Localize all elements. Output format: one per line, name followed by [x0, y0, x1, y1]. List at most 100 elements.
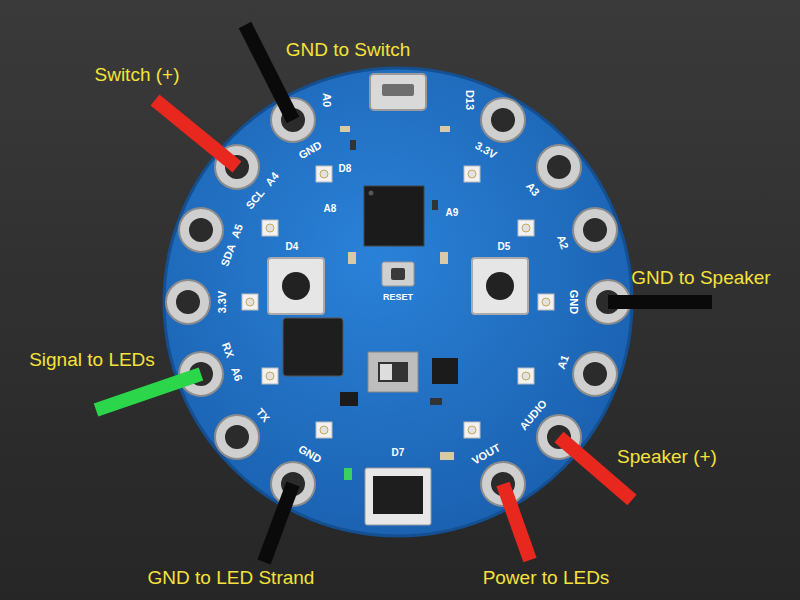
- callout-label: Power to LEDs: [483, 568, 610, 589]
- usb-opening: [382, 84, 414, 96]
- pin-label: RESET: [383, 293, 413, 303]
- pad-ring: [481, 98, 525, 142]
- neopixel-lens: [266, 224, 274, 232]
- silkscreen-anchor: A3: [524, 180, 542, 199]
- callout-anchor: Switch (+): [95, 65, 180, 86]
- silkscreen-anchor: A4: [262, 170, 280, 189]
- neopixel-led: [316, 422, 332, 438]
- pin-label: RX: [220, 341, 237, 359]
- pin-label: SCL: [243, 186, 266, 211]
- silkscreen-anchor: SDA: [218, 242, 237, 268]
- callout-label: GND to Switch: [286, 40, 411, 61]
- smd-part: [440, 452, 454, 460]
- neopixel-lens: [246, 298, 254, 306]
- battery-connector-socket: [373, 476, 423, 514]
- button-right: [472, 258, 528, 314]
- neopixel-lens: [542, 298, 550, 306]
- status-led: [344, 468, 352, 480]
- silkscreen-anchor: RX: [220, 341, 237, 359]
- silkscreen-anchor: A8: [324, 203, 337, 214]
- smd-parts: [340, 126, 454, 480]
- callout-anchor: GND to Switch: [286, 40, 411, 61]
- neopixel-led: [242, 294, 258, 310]
- silkscreen-anchor: A1: [555, 354, 571, 371]
- silkscreen-anchor: AUDIO: [517, 398, 549, 433]
- silkscreen-anchor: GND: [568, 290, 580, 314]
- pad-ring: [573, 208, 617, 252]
- pad-hole: [583, 362, 607, 386]
- green-wire: [96, 374, 201, 410]
- silkscreen-anchor: A0: [321, 93, 333, 107]
- pin-label: SDA: [218, 242, 237, 268]
- pin-label: A3: [524, 180, 542, 199]
- smd-part: [440, 126, 450, 132]
- pin-label: A2: [555, 233, 571, 250]
- silkscreen-anchor: D5: [498, 241, 511, 252]
- pad-hole: [225, 425, 249, 449]
- neopixel-lens: [468, 170, 476, 178]
- callout-label: GND to LED Strand: [148, 568, 315, 589]
- smd-part: [432, 200, 438, 210]
- pin-label: GND: [296, 138, 323, 161]
- neopixel-lens-group: [246, 170, 550, 434]
- callout-anchor: Signal to LEDs: [29, 350, 155, 371]
- chip-dot: [369, 191, 374, 196]
- pad-hole-group: [176, 108, 620, 496]
- silkscreen-anchor: 3.3V: [216, 291, 228, 314]
- pad-ring: [166, 280, 210, 324]
- microcontroller-chip: [364, 186, 424, 246]
- pad-ring: [573, 352, 617, 396]
- pin-label: A0: [321, 93, 333, 107]
- reset-button: [382, 262, 414, 286]
- usb-connector: [370, 74, 426, 110]
- silkscreen-anchor: D8: [339, 163, 352, 174]
- neopixel-led: [262, 220, 278, 236]
- pcb-board: [164, 68, 632, 536]
- pad-hole: [547, 155, 571, 179]
- silkscreen-anchor: A2: [555, 233, 571, 250]
- smd-part: [348, 252, 356, 264]
- pin-label: A6: [229, 366, 245, 383]
- silkscreen-anchor: A6: [229, 366, 245, 383]
- pin-label: A8: [324, 203, 337, 214]
- neopixel-led: [518, 220, 534, 236]
- slide-switch: [368, 352, 418, 392]
- pad-hole: [583, 218, 607, 242]
- pin-label: VOUT: [470, 442, 503, 468]
- silkscreen-anchor: TX: [254, 406, 272, 425]
- callout-label: Signal to LEDs: [29, 350, 155, 371]
- pin-label: D8: [339, 163, 352, 174]
- neopixel-lens: [522, 224, 530, 232]
- silkscreen-anchor: D7: [392, 447, 405, 458]
- neopixel-group: [242, 166, 554, 438]
- callout-label: Switch (+): [95, 65, 180, 86]
- pad-ring: [537, 145, 581, 189]
- button-cap: [486, 272, 514, 300]
- smd-part: [440, 252, 448, 264]
- pin-label: D4: [286, 241, 299, 252]
- wire-group: [96, 25, 712, 562]
- pin-label: 3.3V: [473, 139, 499, 161]
- silkscreen-anchor: A9: [446, 207, 459, 218]
- neopixel-led: [518, 368, 534, 384]
- button-cap: [282, 272, 310, 300]
- pin-label: D7: [392, 447, 405, 458]
- pin-label: A1: [555, 354, 571, 371]
- neopixel-lens: [320, 170, 328, 178]
- buzzer: [283, 318, 343, 376]
- slide-switch-knob: [380, 364, 392, 380]
- neopixel-led: [316, 166, 332, 182]
- callout-anchor: GND to LED Strand: [148, 568, 315, 589]
- silkscreen-anchor: RESET: [383, 293, 413, 303]
- silkscreen-anchor: VOUT: [470, 442, 503, 468]
- neopixel-led: [464, 422, 480, 438]
- callout-anchor: GND to Speaker: [631, 268, 770, 289]
- sensor-chip: [432, 358, 458, 384]
- battery-connector: [365, 468, 431, 525]
- pin-label: TX: [254, 406, 272, 425]
- pin-label: A5: [229, 222, 245, 239]
- neopixel-lens: [468, 426, 476, 434]
